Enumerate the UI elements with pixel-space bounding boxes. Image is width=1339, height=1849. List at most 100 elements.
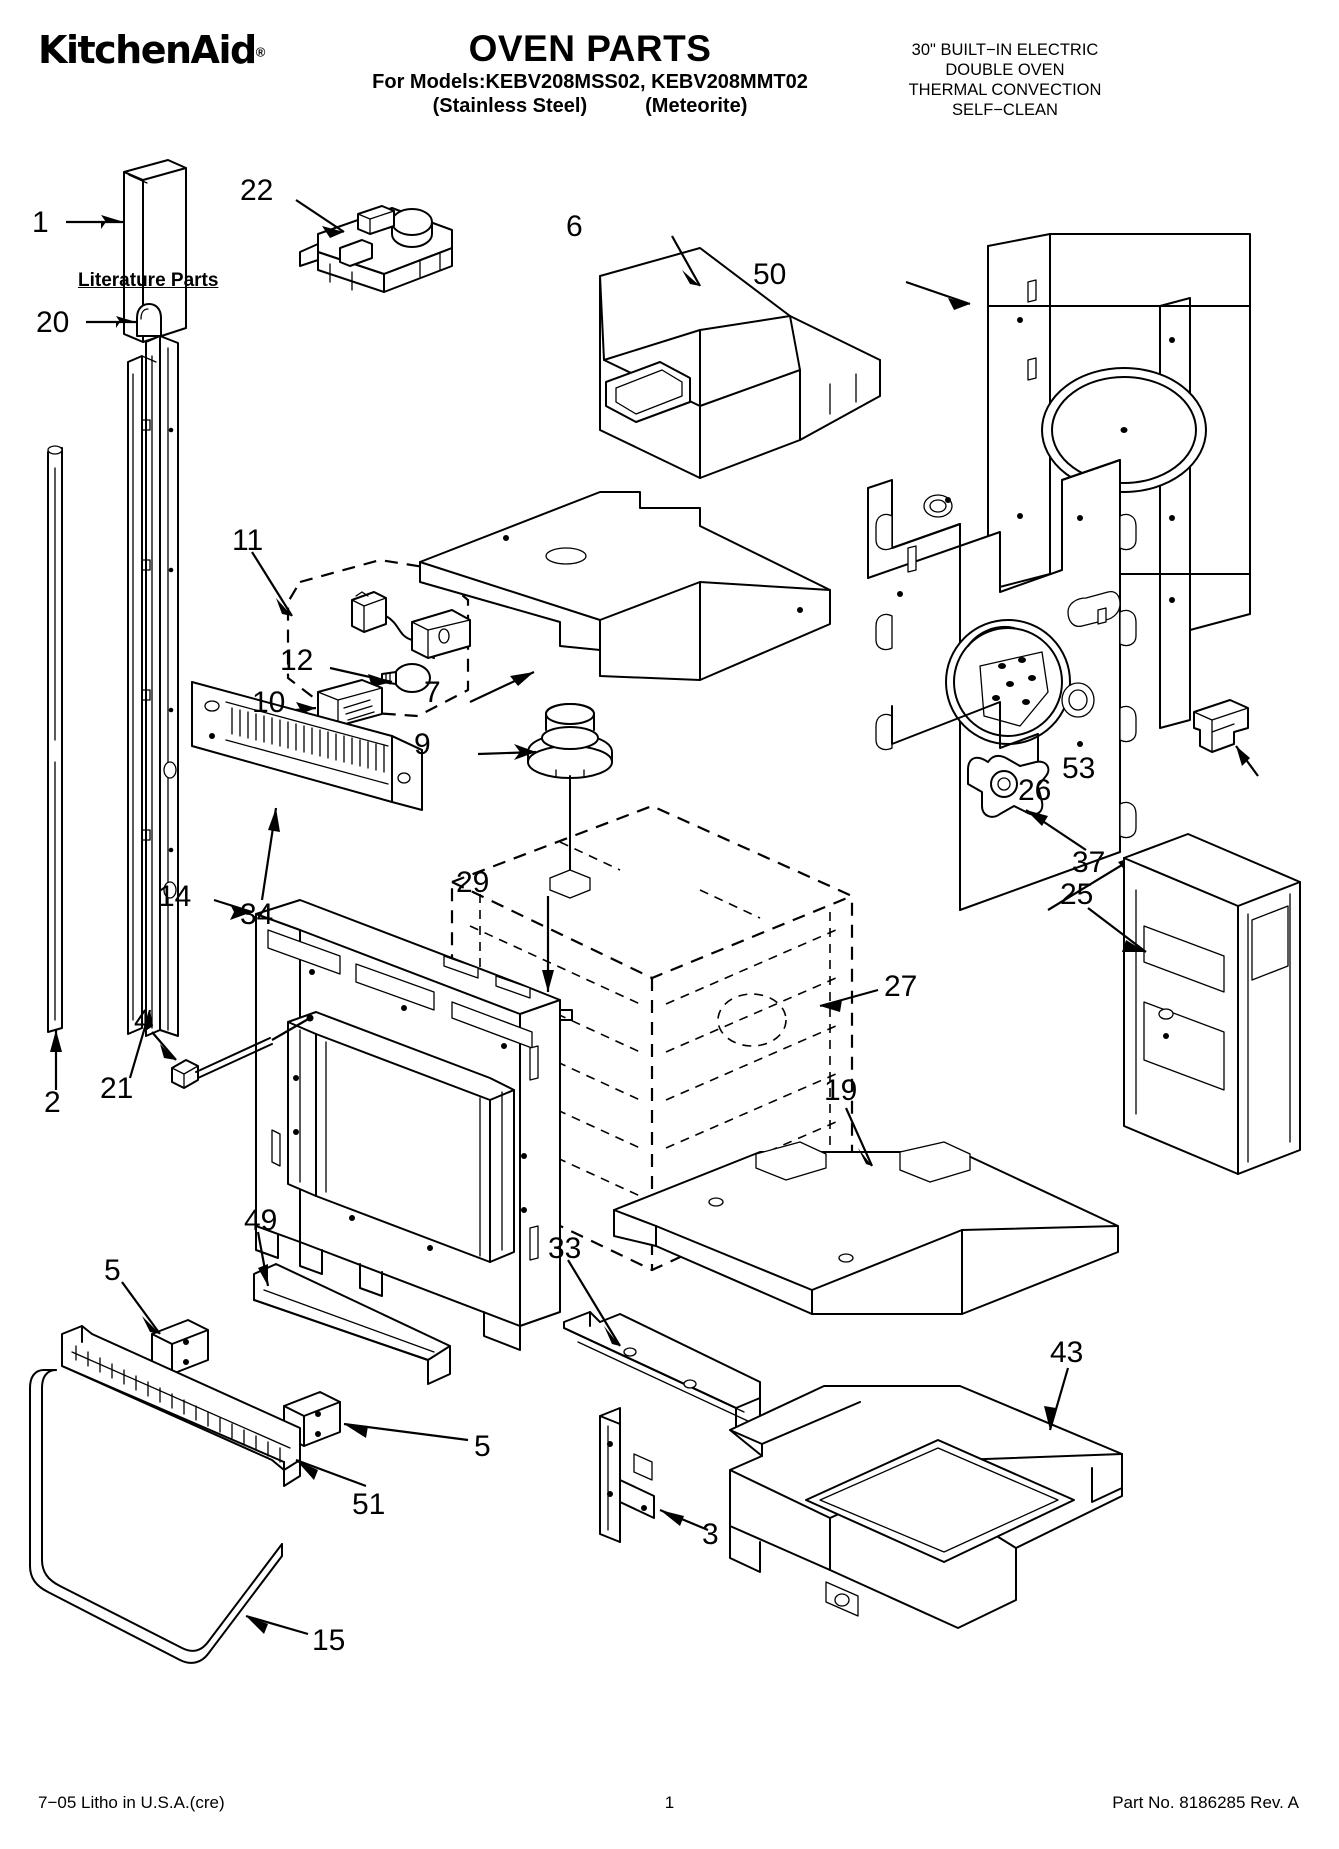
callout-9[interactable]: 9 (414, 728, 431, 761)
arrowhead-20 (116, 316, 136, 328)
callout-7[interactable]: 7 (424, 676, 441, 709)
arrowhead-5a (142, 1316, 160, 1334)
finish-line: (Stainless Steel) (Meteorite) (355, 94, 825, 118)
leader-5a (121, 1281, 161, 1335)
callout-49[interactable]: 49 (244, 1204, 278, 1237)
arrowhead-51 (296, 1460, 318, 1480)
callout-5-upper[interactable]: 5 (104, 1254, 121, 1287)
callout-10[interactable]: 10 (252, 686, 286, 719)
registered-trademark-icon: ® (255, 44, 266, 60)
arrowhead-49 (258, 1264, 268, 1286)
footer-part-number: Part No. 8186285 Rev. A (1112, 1793, 1299, 1812)
callout-29[interactable]: 29 (456, 866, 490, 899)
spec-line-2: DOUBLE OVEN (945, 61, 1065, 79)
leader-33 (567, 1259, 621, 1347)
part-19-bottom-plate (613, 1141, 1119, 1315)
callout-6[interactable]: 6 (566, 210, 583, 243)
part-11-lamp-group-boundary (286, 558, 470, 718)
part-21-side-trim (127, 335, 179, 1037)
arrowhead-22 (322, 226, 344, 238)
callout-19[interactable]: 19 (824, 1074, 858, 1107)
callout-3[interactable]: 3 (702, 1518, 719, 1551)
callout-22[interactable]: 22 (240, 174, 274, 207)
part-6-vent-duct (599, 247, 881, 479)
callout-53[interactable]: 53 (1062, 752, 1096, 785)
callout-50[interactable]: 50 (753, 258, 787, 291)
callout-27[interactable]: 27 (884, 970, 918, 1003)
footer-litho: 7−05 Litho in U.S.A.(cre) (38, 1793, 225, 1812)
callout-2[interactable]: 2 (44, 1086, 61, 1119)
arrowhead-25 (1122, 940, 1146, 952)
callout-4[interactable]: 4 (134, 1004, 151, 1037)
part-3-bracket (599, 1407, 655, 1543)
leader-43 (1048, 1367, 1070, 1431)
part-34-vent-trim (191, 681, 423, 811)
callout-1[interactable]: 1 (32, 206, 49, 239)
leader-50 (905, 280, 971, 306)
title-block: OVEN PARTS For Models:KEBV208MSS02, KEBV… (355, 28, 825, 118)
callout-26[interactable]: 26 (1018, 774, 1052, 807)
part-53-clip (1193, 699, 1249, 753)
part-9-flue (527, 703, 613, 899)
leader-22 (295, 199, 345, 233)
callout-5-lower[interactable]: 5 (474, 1430, 491, 1463)
callout-21[interactable]: 21 (100, 1072, 134, 1105)
arrowhead-5b (344, 1424, 368, 1438)
leader-25 (1087, 907, 1147, 953)
page-header: KitchenAid® OVEN PARTS For Models:KEBV20… (0, 0, 1339, 140)
part-12-lamp-socket (351, 591, 471, 659)
callout-34[interactable]: 34 (240, 898, 274, 931)
spec-line-1: 30" BUILT−IN ELECTRIC (911, 41, 1099, 59)
callout-51[interactable]: 51 (352, 1488, 386, 1521)
arrowhead-21 (144, 1010, 153, 1032)
leader-6 (671, 235, 701, 287)
arrowhead-9 (514, 744, 536, 760)
callout-14[interactable]: 14 (158, 880, 192, 913)
part-15-door-gasket (29, 1369, 283, 1664)
part-25-front-frame (1123, 833, 1301, 1175)
finish-meteorite: (Meteorite) (645, 95, 748, 117)
arrowhead-6 (682, 270, 700, 286)
arrowhead-2 (50, 1030, 62, 1052)
arrowhead-27 (820, 1000, 842, 1012)
arrowhead-34 (268, 808, 280, 832)
callout-33[interactable]: 33 (548, 1232, 582, 1265)
leader-27 (819, 988, 879, 1008)
brand-name: KitchenAid (38, 28, 257, 72)
callout-15[interactable]: 15 (312, 1624, 346, 1657)
arrowhead-37 (1026, 810, 1048, 826)
leader-15 (245, 1614, 309, 1636)
part-14-door-frame (255, 899, 561, 1351)
callout-25[interactable]: 25 (1060, 878, 1094, 911)
part-26-side-panel (867, 459, 1137, 911)
spec-line-3: THERMAL CONVECTION (908, 81, 1102, 99)
part-49-trim-bar (253, 1263, 451, 1385)
arrowhead-3 (660, 1510, 684, 1526)
callout-37[interactable]: 37 (1072, 846, 1106, 879)
part-2-rod (47, 445, 63, 1033)
arrowhead-50 (948, 298, 970, 310)
part-4-screw (171, 1037, 273, 1089)
arrowhead-11 (276, 598, 292, 616)
leader-19 (844, 1107, 874, 1167)
page-footer: 7−05 Litho in U.S.A.(cre) 1 Part No. 818… (0, 1793, 1339, 1817)
callout-20[interactable]: 20 (36, 306, 70, 339)
callout-11[interactable]: 11 (232, 524, 264, 557)
leader-4 (151, 1031, 177, 1061)
part-12-bulb (381, 663, 431, 693)
arrowhead-1 (101, 215, 124, 229)
part-20-cap (136, 303, 162, 337)
footer-page-number: 1 (664, 1793, 675, 1812)
callout-12[interactable]: 12 (280, 644, 314, 677)
part-7-top-panel (419, 491, 831, 681)
part-33-rail (563, 1311, 761, 1433)
arrowhead-29 (542, 970, 554, 992)
arrowhead-7 (510, 672, 534, 686)
part-50-rear-panel (987, 233, 1251, 729)
part-5-block-lower (283, 1391, 341, 1447)
part-51-vent-grille (61, 1325, 301, 1487)
callout-43[interactable]: 43 (1050, 1336, 1084, 1369)
models-line: For Models:KEBV208MSS02, KEBV208MMT02 (372, 71, 808, 93)
diagram-artwork (29, 159, 1301, 1664)
